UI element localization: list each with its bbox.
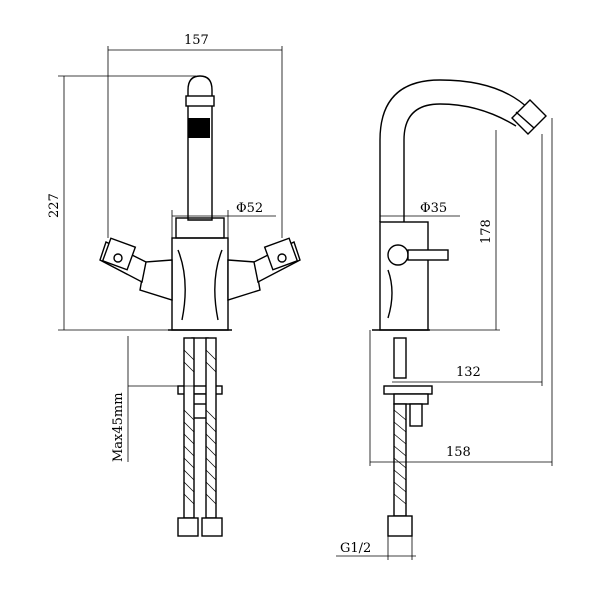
- front-height-label: 227: [47, 193, 62, 218]
- side-hose-hatch: [393, 409, 407, 505]
- thread-label: G1/2: [340, 541, 371, 556]
- max-thickness-label: Max45mm: [111, 392, 126, 462]
- body-diameter-label: Φ52: [236, 201, 263, 216]
- spout-reach-label: 132: [456, 365, 481, 380]
- side-diameter-label: Φ35: [420, 201, 447, 216]
- front-view: 157 227 Φ52 Max45mm: [47, 33, 301, 537]
- spout-height-label: 178: [479, 219, 494, 244]
- front-width-label: 157: [184, 33, 209, 48]
- front-hose-hatch: [183, 349, 217, 505]
- side-view: Φ35 178 132 158 G1/2: [336, 79, 553, 560]
- total-depth-label: 158: [446, 445, 471, 460]
